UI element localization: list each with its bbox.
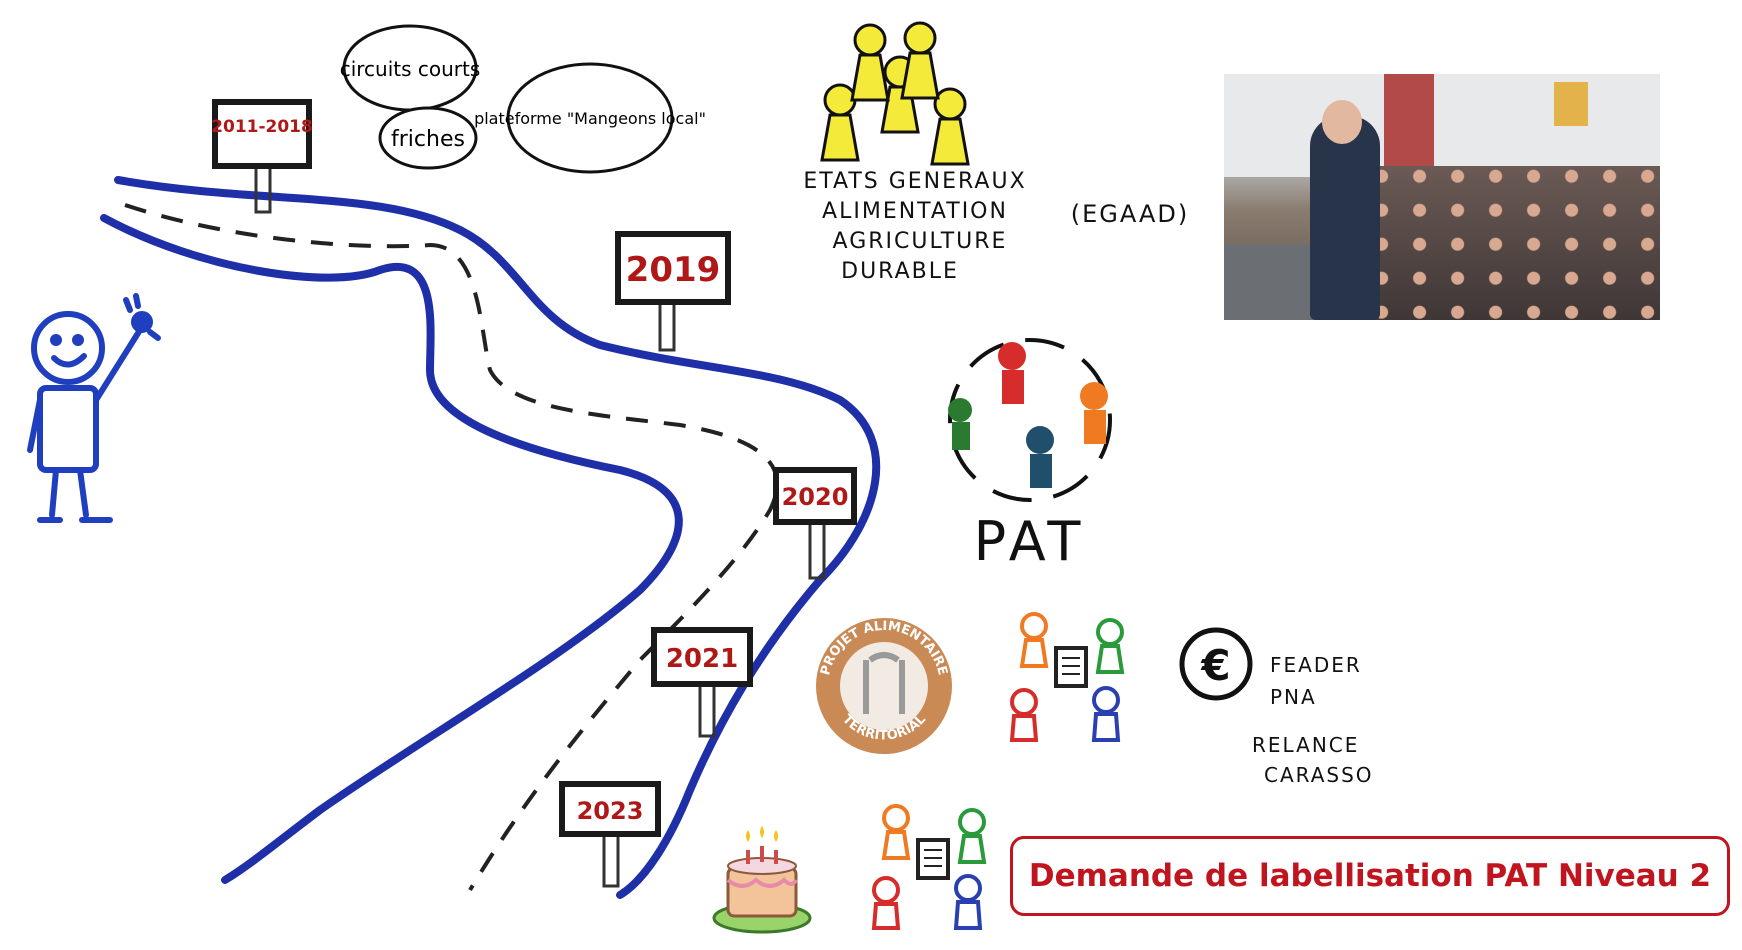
- sign-post: [602, 828, 620, 888]
- sign-board: [559, 781, 661, 837]
- sign-2019: 2019: [615, 231, 731, 352]
- sign-2023: 2023: [559, 781, 661, 888]
- birthday-cake-icon: [712, 826, 812, 934]
- road-center-line: [124, 203, 780, 892]
- sign-label: 2019: [626, 250, 721, 290]
- funding-line-1: FEADER: [1270, 653, 1362, 677]
- collaboration-icon-2: [871, 804, 987, 930]
- bubble-text: friches: [391, 127, 465, 152]
- road: [100, 176, 881, 899]
- bubble-plateforme: plateforme "Mangeons local": [474, 62, 706, 174]
- labellisation-callout: Demande de labellisation PAT Niveau 2: [1010, 836, 1730, 916]
- funding-line-2: PNA: [1270, 685, 1317, 709]
- pat-label: PAT: [974, 510, 1087, 573]
- bubble-circuits-courts: circuits courts: [340, 24, 481, 112]
- egaad-caption: ETATS GENERAUX ALIMENTATION AGRICULTURE …: [803, 169, 1189, 284]
- pat-network-icon: [948, 338, 1112, 502]
- sign-2011-2018: 2011-2018: [211, 99, 313, 214]
- funding-caption: FEADER PNA RELANCE CARASSO: [1252, 653, 1374, 787]
- people-group-icon: [820, 21, 970, 166]
- egaad-line-2: ALIMENTATION: [822, 199, 1008, 224]
- egaad-line-4: DURABLE: [841, 259, 959, 284]
- euro-symbol: €: [1200, 641, 1230, 690]
- funding-line-4: CARASSO: [1264, 763, 1374, 787]
- bubble-text: plateforme "Mangeons local": [474, 109, 706, 128]
- sign-label: 2023: [577, 797, 644, 825]
- sign-board: [651, 627, 753, 687]
- sign-2020: 2020: [773, 467, 857, 580]
- egaad-line-3: AGRICULTURE: [833, 229, 1008, 254]
- sign-board: [212, 99, 312, 169]
- egaad-meeting-photo: [1224, 74, 1660, 320]
- collaboration-icon: [1009, 612, 1125, 742]
- sign-board: [615, 231, 731, 305]
- pat-badge-logo: PROJET ALIMENTAIRE TERRITORIAL: [816, 618, 952, 754]
- sign-post: [808, 516, 826, 580]
- bubble-friches: friches: [378, 106, 478, 170]
- egaad-acronym: (EGAAD): [1071, 200, 1189, 228]
- bubble-text: circuits courts: [340, 57, 481, 81]
- sign-label: 2020: [782, 483, 849, 511]
- sign-label: 2011-2018: [211, 117, 313, 137]
- sign-2021: 2021: [651, 627, 753, 738]
- euro-icon: €: [1179, 627, 1253, 701]
- stick-figure-icon: [27, 293, 161, 523]
- sign-post: [698, 678, 716, 738]
- road-inner-edge: [100, 214, 683, 884]
- sign-label: 2021: [666, 644, 738, 674]
- road-outer-edge: [114, 176, 881, 899]
- sign-board: [773, 467, 857, 525]
- sign-post: [658, 296, 676, 352]
- funding-line-3: RELANCE: [1252, 733, 1359, 757]
- egaad-line-1: ETATS GENERAUX: [803, 169, 1026, 194]
- callout-text: Demande de labellisation PAT Niveau 2: [1028, 858, 1712, 894]
